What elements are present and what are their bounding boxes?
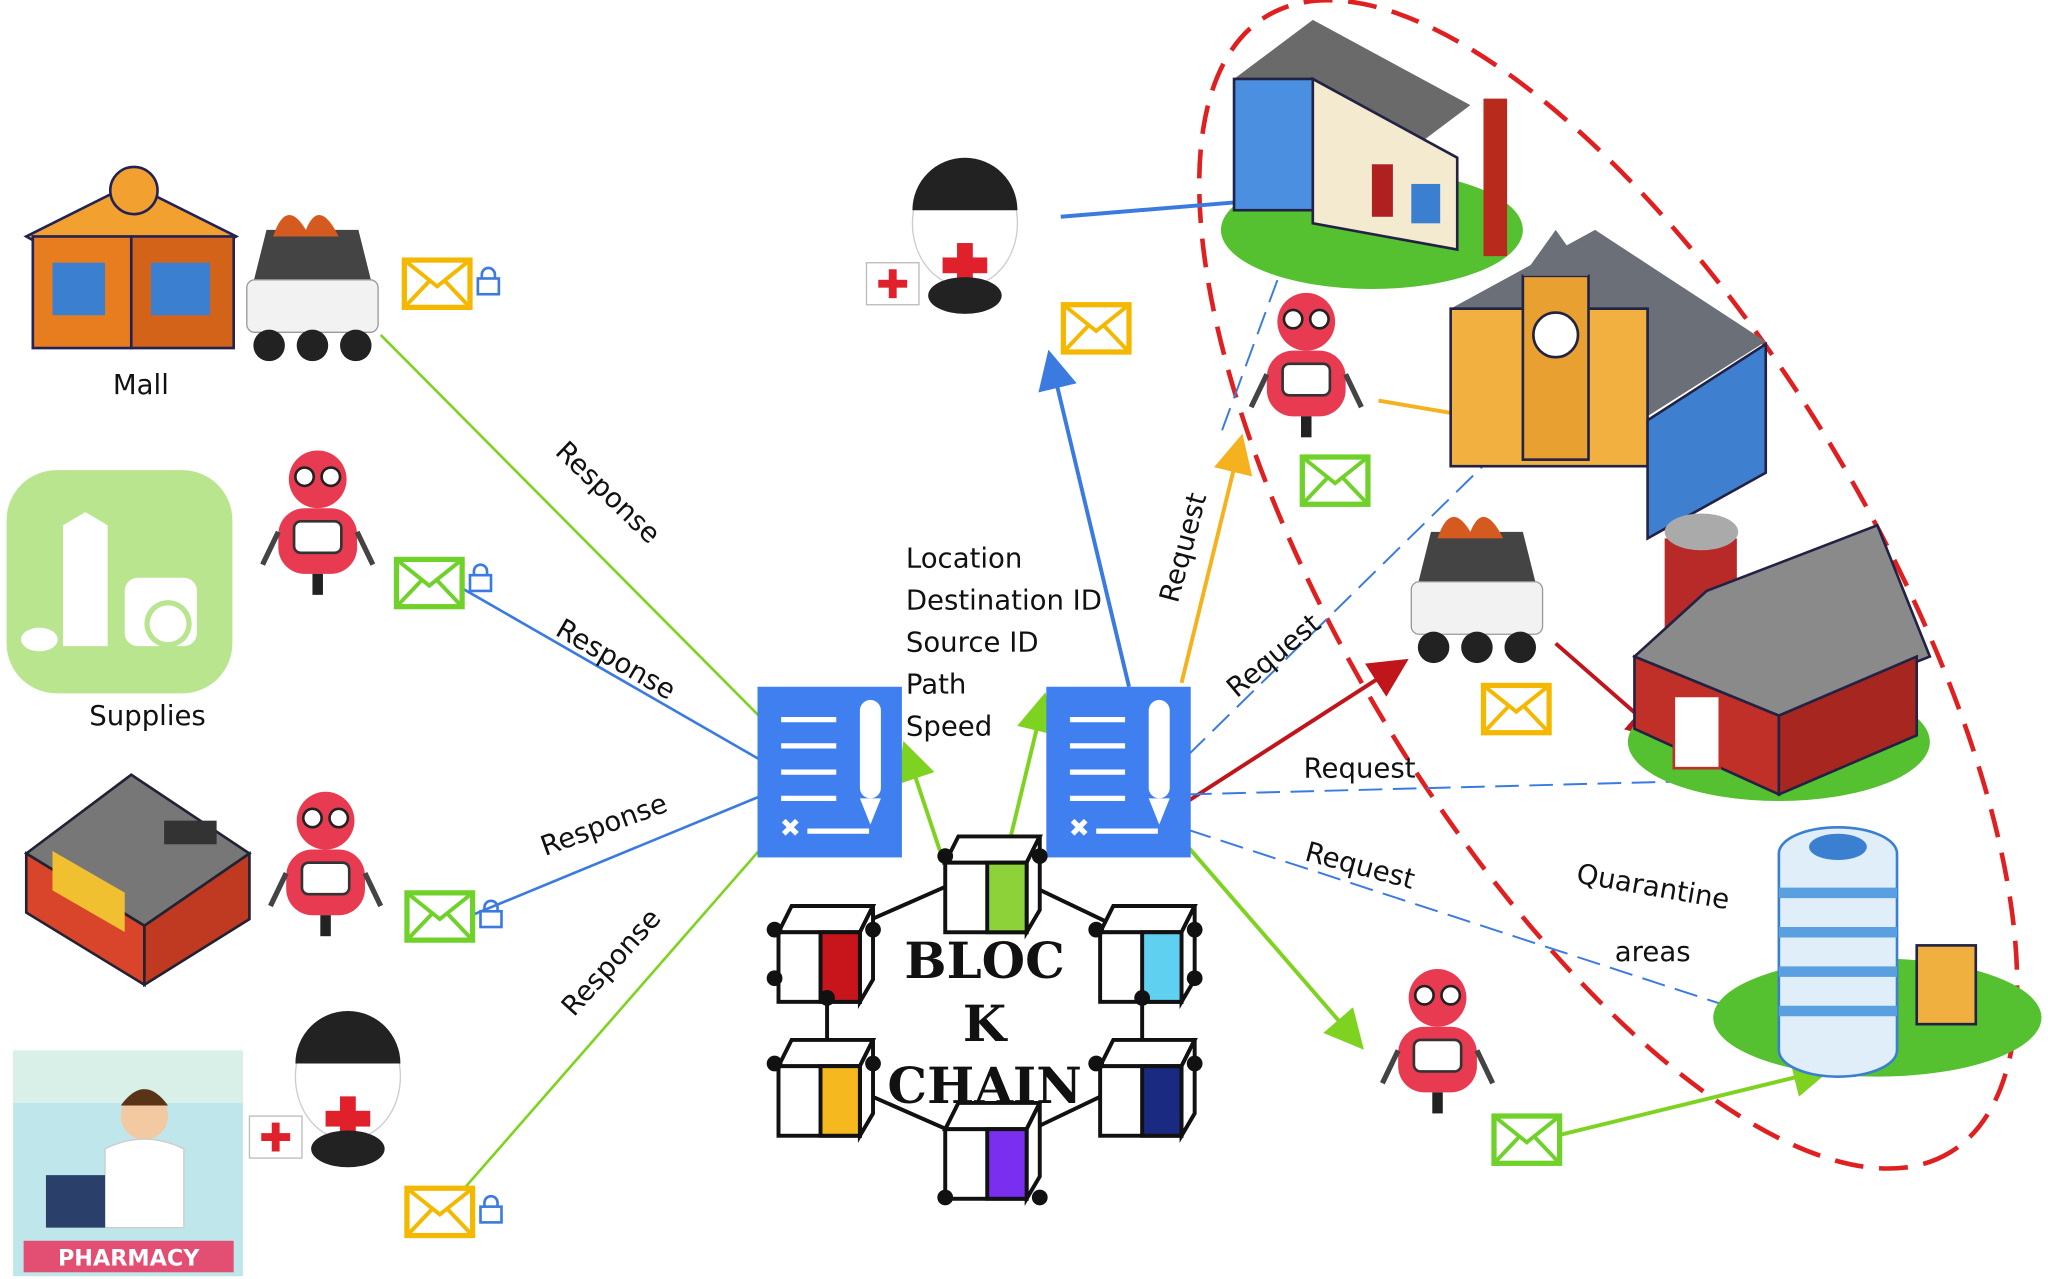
red-robot-icon	[1382, 969, 1492, 1113]
red-robot-icon	[263, 450, 373, 594]
field-source-id: Source ID	[906, 626, 1039, 658]
transaction-document-icon	[1046, 687, 1190, 858]
lock-icon	[479, 899, 503, 929]
field-path: Path	[906, 668, 967, 700]
lock-icon	[468, 563, 493, 593]
blockchain-label-line1: BLOC	[904, 931, 1064, 990]
delivery-cart-robot-icon	[246, 214, 379, 362]
blockchain-network: BLOC K CHAIN	[766, 834, 1203, 1206]
response-label: Response	[551, 613, 682, 707]
field-location: Location	[906, 542, 1023, 574]
mall-label: Mall	[113, 369, 169, 401]
delivery-cart-robot-icon	[1410, 516, 1544, 664]
envelope-icon	[1063, 305, 1129, 352]
transaction-document-icon	[757, 687, 901, 858]
blockchain-label-line3: CHAIN	[887, 1056, 1081, 1115]
school-building-icon	[1449, 229, 1768, 541]
medical-robot-icon	[248, 1010, 402, 1168]
mall-building-icon	[23, 165, 240, 350]
supplies-label: Supplies	[89, 700, 206, 732]
envelope-icon	[407, 893, 473, 940]
packet-fields: Location Destination ID Source ID Path S…	[906, 542, 1102, 742]
response-label: Response	[555, 903, 667, 1023]
supplies-icon	[6, 470, 233, 694]
field-speed: Speed	[906, 710, 992, 742]
request-label: Request	[1221, 607, 1327, 704]
quarantine-area-ellipse	[1196, 0, 2020, 1171]
response-label: Response	[549, 435, 666, 550]
pharmacy-icon: PHARMACY	[13, 1050, 243, 1277]
store-building-icon	[23, 773, 252, 988]
medical-robot-icon	[865, 157, 1019, 315]
blockchain-label-line2: K	[963, 994, 1008, 1053]
field-destination-id: Destination ID	[906, 584, 1102, 616]
envelope-icon	[1483, 685, 1549, 732]
envelope-icon	[404, 260, 470, 307]
envelope-icon	[407, 1188, 473, 1235]
red-robot-icon	[270, 792, 380, 936]
quarantine-label-line1: Quarantine	[1574, 858, 1732, 916]
house-icon	[1220, 19, 1523, 289]
red-robot-icon	[1251, 293, 1361, 437]
response-label: Response	[536, 787, 671, 862]
envelope-icon	[1494, 1116, 1560, 1163]
request-label: Request	[1304, 752, 1416, 784]
lock-icon	[479, 1194, 503, 1224]
envelope-icon	[1302, 457, 1368, 504]
envelope-icon	[396, 559, 462, 606]
barn-icon	[1627, 513, 1932, 801]
pharmacy-sign: PHARMACY	[58, 1246, 200, 1272]
lock-icon	[476, 266, 501, 296]
quarantine-label-line2: areas	[1615, 936, 1691, 968]
hospital-building-icon	[1713, 825, 2042, 1078]
